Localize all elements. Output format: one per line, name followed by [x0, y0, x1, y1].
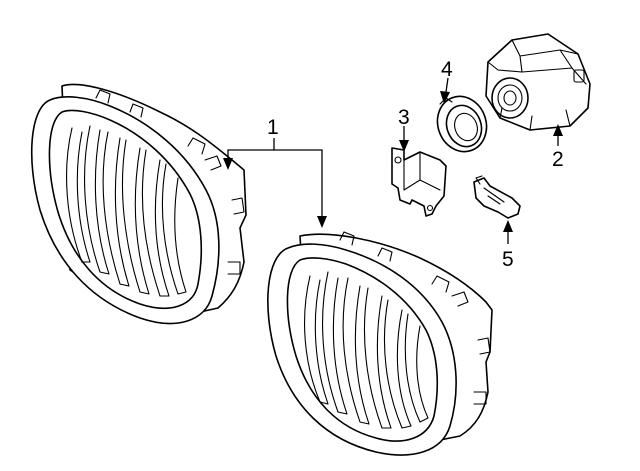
callout-1: 1 — [267, 116, 279, 139]
callout-5: 5 — [502, 248, 514, 271]
callout-2: 2 — [552, 148, 564, 171]
mounting-clip — [473, 175, 521, 219]
camera-cover-ring — [436, 95, 488, 153]
left-kidney-grille — [30, 83, 247, 325]
front-camera — [485, 33, 591, 131]
right-kidney-grille — [267, 231, 493, 456]
callout-3: 3 — [398, 106, 410, 129]
leader-lines — [223, 77, 563, 244]
callout-4: 4 — [441, 58, 453, 81]
mounting-bracket — [391, 147, 447, 217]
